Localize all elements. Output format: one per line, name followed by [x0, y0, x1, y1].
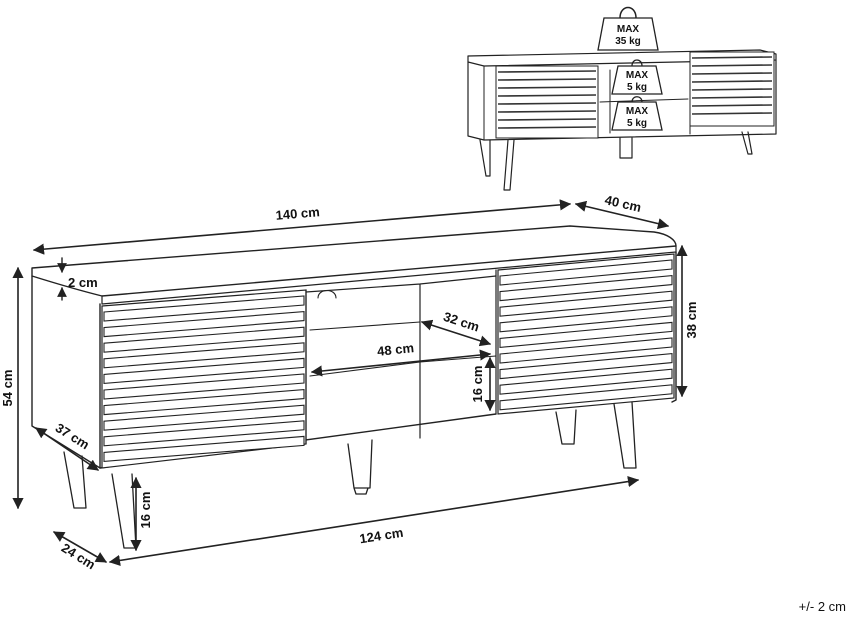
- door-slat: [103, 326, 305, 353]
- door-slat: [499, 274, 673, 302]
- right-front-leg: [613, 401, 637, 469]
- door-slat: [103, 389, 305, 416]
- weight-label-upper-shelf: MAX: [626, 70, 649, 81]
- weight-value-upper-shelf: 5 kg: [627, 82, 647, 93]
- right-slatted-door: [497, 253, 675, 415]
- small-left-door: [495, 65, 599, 139]
- door-slat: [103, 311, 305, 338]
- door-slat: [103, 295, 305, 322]
- dim-body-height: 38 cm: [684, 302, 699, 339]
- door-slat: [103, 357, 305, 384]
- small-right-door: [689, 51, 775, 127]
- door-slat: [499, 352, 673, 380]
- front-left-inner-leg: [111, 473, 137, 549]
- dim-total-height: 54 cm: [0, 370, 15, 407]
- weight-icon-top: MAX 35 kg: [597, 6, 659, 51]
- front-left-leg: [63, 451, 87, 509]
- main-tv-stand-drawing: [31, 225, 677, 549]
- door-slat: [499, 337, 673, 364]
- door-slat: [103, 404, 305, 431]
- dim-shelf-width: 48 cm: [376, 340, 414, 359]
- weight-value-lower-shelf: 5 kg: [627, 118, 647, 129]
- open-compartment: [305, 269, 497, 495]
- dim-side-depth: 37 cm: [53, 420, 92, 452]
- load-capacity-view: MAX 35 kg MAX 5 kg MAX 5 kg: [467, 6, 777, 191]
- door-slat: [103, 342, 305, 369]
- dim-top-thickness: 2 cm: [68, 275, 98, 290]
- door-slat: [499, 321, 673, 349]
- weight-label-top: MAX: [617, 24, 640, 35]
- left-slatted-door: [101, 289, 307, 469]
- tabletop: [31, 225, 677, 297]
- dim-leg-height: 16 cm: [138, 492, 153, 529]
- door-slat: [499, 384, 673, 411]
- door-slat: [103, 373, 305, 400]
- weight-icon-upper-shelf: MAX 5 kg: [611, 59, 663, 95]
- door-slat: [499, 290, 673, 317]
- dim-width: 140 cm: [275, 204, 320, 223]
- weight-value-top: 35 kg: [615, 36, 641, 47]
- door-slat: [499, 259, 673, 286]
- tolerance-note: +/- 2 cm: [799, 599, 846, 614]
- dim-compartment-height: 16 cm: [470, 366, 485, 403]
- dim-leg-span-width: 124 cm: [358, 525, 404, 547]
- door-slat: [499, 368, 673, 395]
- door-slat: [103, 435, 305, 462]
- right-rear-leg: [555, 409, 577, 445]
- weight-icon-lower-shelf: MAX 5 kg: [611, 96, 663, 131]
- dim-leg-span-depth: 24 cm: [59, 540, 98, 572]
- door-slat: [499, 306, 673, 333]
- weight-label-lower-shelf: MAX: [626, 106, 649, 117]
- door-slat: [103, 420, 305, 447]
